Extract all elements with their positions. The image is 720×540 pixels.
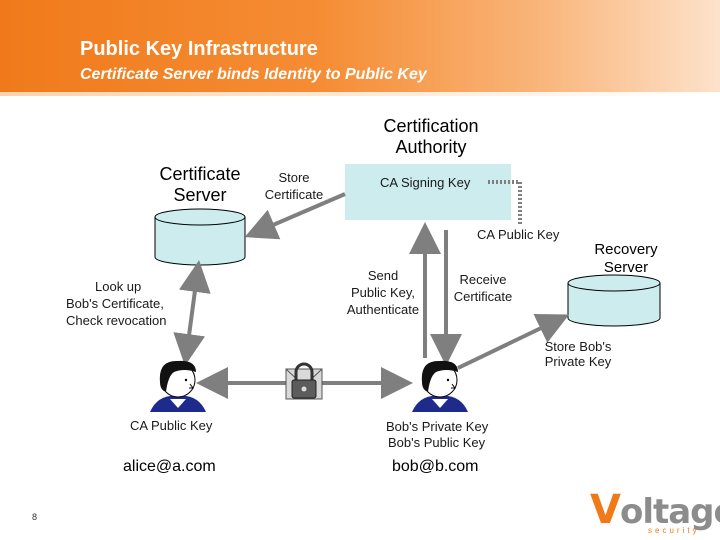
- send-public-key-line3: Authenticate: [346, 302, 420, 317]
- send-public-key-line1: Send: [367, 268, 399, 283]
- certification-authority-line1: Certification: [383, 116, 479, 136]
- logo-rest: oltage: [619, 492, 720, 532]
- slide-subtitle: Certificate Server binds Identity to Pub…: [80, 66, 427, 83]
- slide-title: Public Key Infrastructure: [80, 38, 318, 60]
- certificate-server-line2: Server: [173, 185, 227, 205]
- recovery-server-line2: Server: [603, 259, 649, 276]
- alice-key-label: CA Public Key: [130, 418, 213, 433]
- bob-person-icon: [412, 360, 468, 412]
- arrow-look-up: [173, 260, 211, 366]
- look-up-line2: Bob's Certificate,: [66, 296, 164, 311]
- arrow-store-certificate: [244, 192, 346, 240]
- store-certificate-line2: Certificate: [264, 187, 324, 202]
- receive-certificate-line2: Certificate: [453, 289, 513, 304]
- send-public-key-label: Send Public Key, Authenticate: [340, 267, 426, 318]
- certificate-server-cylinder: [154, 208, 246, 266]
- certification-authority-label: Certification Authority: [370, 116, 492, 158]
- store-private-key-line2: Private Key: [544, 354, 612, 369]
- bob-public-key-label: Bob's Public Key: [388, 435, 486, 450]
- receive-certificate-line1: Receive: [459, 272, 507, 287]
- look-up-line3: Check revocation: [66, 313, 167, 328]
- arrow-store-private-key: [457, 313, 570, 370]
- page-number: 8: [32, 512, 38, 522]
- receive-certificate-label: Receive Certificate: [446, 271, 520, 305]
- look-up-label: Look up Bob's Certificate, Check revocat…: [66, 278, 166, 329]
- alice-email: alice@a.com: [123, 458, 216, 475]
- store-private-key-label: Store Bob's Private Key: [532, 339, 624, 369]
- send-public-key-line2: Public Key,: [350, 285, 416, 300]
- voltage-logo: Voltage security: [590, 487, 720, 535]
- alice-person-icon: [150, 360, 206, 412]
- store-certificate-line1: Store: [278, 170, 310, 185]
- header-divider: [0, 92, 720, 96]
- header-banner: [0, 0, 720, 92]
- bob-email: bob@b.com: [392, 458, 479, 475]
- secure-message-icon: [285, 362, 323, 400]
- connector-signing-key: [488, 180, 522, 224]
- ca-public-key-label: CA Public Key: [477, 227, 560, 242]
- ca-signing-key-label: CA Signing Key: [380, 175, 471, 190]
- bob-private-key-label: Bob's Private Key: [386, 419, 489, 434]
- store-certificate-label: Store Certificate: [256, 169, 332, 203]
- recovery-server-label: Recovery Server: [580, 241, 672, 277]
- recovery-server-cylinder: [567, 274, 661, 327]
- certification-authority-line2: Authority: [395, 137, 467, 157]
- ca-box: [345, 164, 511, 220]
- logo-v: V: [590, 487, 621, 533]
- certificate-server-label: Certificate Server: [148, 164, 252, 206]
- logo-wordmark: Voltage: [590, 487, 720, 533]
- logo-tagline: security: [648, 526, 700, 535]
- recovery-server-line1: Recovery: [594, 241, 658, 258]
- look-up-line1: Look up: [95, 279, 142, 294]
- store-private-key-line1: Store Bob's: [544, 339, 612, 354]
- certificate-server-line1: Certificate: [159, 164, 241, 184]
